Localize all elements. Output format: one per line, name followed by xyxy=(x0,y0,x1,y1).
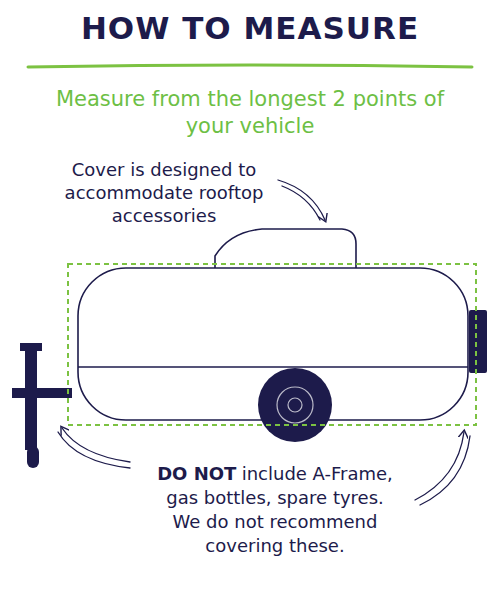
warning-emphasis: DO NOT xyxy=(157,463,236,484)
warning-line: DO NOTinclude A-Frame, gas bottles, spar… xyxy=(150,462,400,510)
instruction-note: Measure from the longest 2 points of you… xyxy=(40,86,460,140)
cover-note: Cover is designed to accommodate rooftop… xyxy=(14,158,314,227)
warning-note: DO NOTinclude A-Frame, gas bottles, spar… xyxy=(150,462,400,558)
recommendation-text: We do not recommend covering these. xyxy=(150,510,400,558)
title: HOW TO MEASURE xyxy=(0,10,500,46)
